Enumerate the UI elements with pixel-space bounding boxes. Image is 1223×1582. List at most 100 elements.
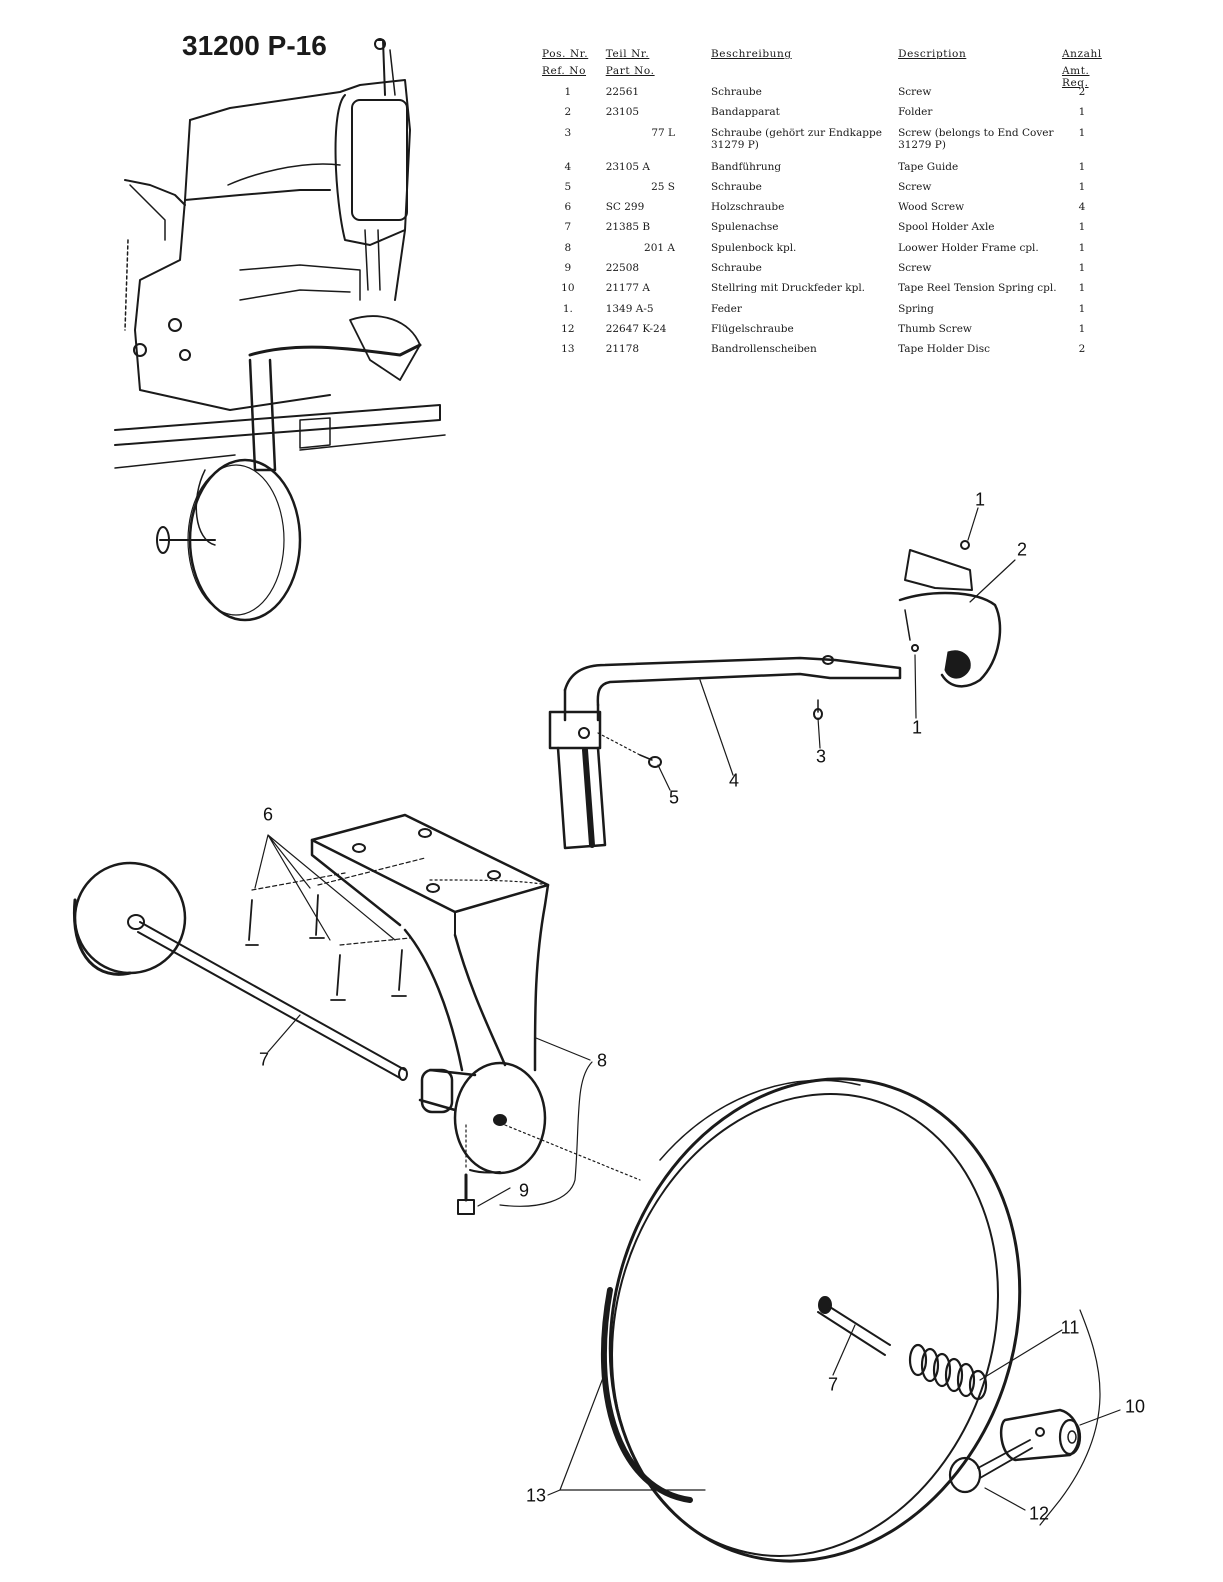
callout-10: 10 [1124, 1396, 1146, 1417]
cell-de: Stellring mit Druckfeder kpl. [710, 282, 866, 295]
cell-en: Thumb Screw [898, 322, 972, 335]
table-row: 9 22508 Schraube Screw 1 [542, 262, 1102, 282]
cell-part: 21177 A [605, 282, 651, 295]
cell-qty: 1 [1078, 241, 1086, 254]
cell-de: Spulenachse [710, 221, 779, 234]
cell-part: 201 A [644, 241, 675, 254]
cell-de: Schraube [710, 262, 762, 275]
cell-qty: 2 [1078, 86, 1086, 98]
cell-part: 22508 [605, 262, 640, 275]
cell-part: 22561 [605, 86, 640, 98]
cell-de: Spulenbock kpl. [710, 241, 797, 254]
table-row: 7 21385 B Spulenachse Spool Holder Axle 1 [542, 221, 1102, 241]
cell-en: Folder [898, 106, 933, 119]
cell-qty: 4 [1078, 201, 1086, 214]
callout-9: 9 [518, 1180, 530, 1201]
cell-de: Flügelschraube [710, 322, 794, 335]
cell-part: 21385 B [605, 221, 651, 234]
cell-qty: 1 [1078, 160, 1086, 173]
callout-7a: 7 [258, 1049, 270, 1070]
table-row: 2 23105 Bandapparat Folder 1 [542, 106, 1102, 126]
holder-frame-part [310, 813, 550, 1175]
cell-de: Schraube [710, 86, 762, 98]
cell-en: Tape Holder Disc [898, 343, 990, 356]
cell-qty: 2 [1078, 343, 1086, 356]
parts-table: Pos. Nr. Teil Nr. Beschreibung Descripti… [542, 48, 1102, 364]
cell-qty: 1 [1078, 322, 1086, 335]
header-qty-en: Amt. Req. [1061, 65, 1090, 90]
cell-pos: 1 [564, 86, 572, 98]
callout-8: 8 [596, 1050, 608, 1071]
cell-en: Tape Guide [898, 160, 959, 173]
header-pos-en: Ref. No [542, 65, 587, 77]
table-header-row-2: Ref. No Part No. Amt. Req. [542, 65, 1102, 90]
cell-part: 21178 [605, 343, 640, 356]
cell-pos: 9 [564, 262, 572, 275]
header-desc-de: Beschreibung [710, 48, 792, 60]
cell-qty: 1 [1078, 302, 1086, 315]
screw-9 [457, 1173, 475, 1215]
cell-de: Schraube [710, 180, 762, 193]
cell-part: 25 S [651, 180, 675, 193]
callout-1a: 1 [974, 489, 986, 510]
cell-pos: 1. [562, 302, 573, 315]
header-pos: Pos. Nr. [542, 48, 589, 60]
cell-en: Screw (belongs to End Cover 31279 P) [898, 126, 1054, 151]
cell-pos: 8 [564, 241, 572, 254]
cell-part: 22647 K-24 [605, 322, 667, 335]
cell-pos: 2 [564, 106, 572, 119]
cell-en: Spring [898, 302, 934, 315]
callout-5: 5 [668, 787, 680, 808]
small-disc-axle [72, 861, 408, 1081]
callout-4: 4 [728, 770, 740, 791]
cell-part: 77 L [651, 126, 675, 139]
cell-de: Bandapparat [710, 106, 780, 119]
cell-de: Bandführung [710, 160, 782, 173]
cell-pos: 6 [564, 201, 572, 214]
cell-pos: 12 [561, 322, 575, 335]
callout-2: 2 [1016, 539, 1028, 560]
table-header-row: Pos. Nr. Teil Nr. Beschreibung Descripti… [542, 48, 1102, 65]
cell-en: Screw [898, 262, 932, 275]
cell-pos: 5 [564, 180, 572, 193]
table-row: 12 22647 K-24 Flügelschraube Thumb Screw 1 [542, 323, 1102, 343]
cell-de: Schraube (gehört zur Endkappe 31279 P) [710, 126, 882, 151]
cell-part: 23105 [605, 106, 640, 119]
cell-en: Wood Screw [898, 201, 965, 214]
callout-12: 12 [1028, 1503, 1050, 1524]
cell-en: Spool Holder Axle [898, 221, 995, 234]
cell-pos: 3 [564, 126, 572, 139]
header-part: Teil Nr. [605, 48, 650, 60]
folder-part [898, 540, 1002, 688]
large-tape-disc [601, 1077, 1082, 1563]
cell-qty: 1 [1078, 221, 1086, 234]
cell-qty: 1 [1078, 106, 1086, 119]
cell-pos: 7 [564, 221, 572, 234]
cell-en: Tape Reel Tension Spring cpl. [898, 282, 1057, 295]
callout-3: 3 [815, 746, 827, 767]
callout-1b: 1 [911, 717, 923, 738]
sewing-machine-sketch [114, 38, 446, 622]
wood-screws [245, 834, 426, 1001]
cell-part: SC 299 [605, 201, 645, 214]
cell-en: Screw [898, 180, 932, 193]
callout-11: 11 [1060, 1317, 1080, 1338]
cell-de: Bandrollenscheiben [710, 343, 817, 356]
callout-13: 13 [525, 1485, 547, 1506]
cell-qty: 1 [1078, 282, 1086, 295]
cell-part: 1349 A-5 [605, 302, 654, 315]
callout-6: 6 [262, 804, 274, 825]
cell-qty: 1 [1078, 262, 1086, 275]
header-qty: Anzahl [1061, 48, 1102, 60]
header-desc-en: Description [898, 48, 967, 60]
